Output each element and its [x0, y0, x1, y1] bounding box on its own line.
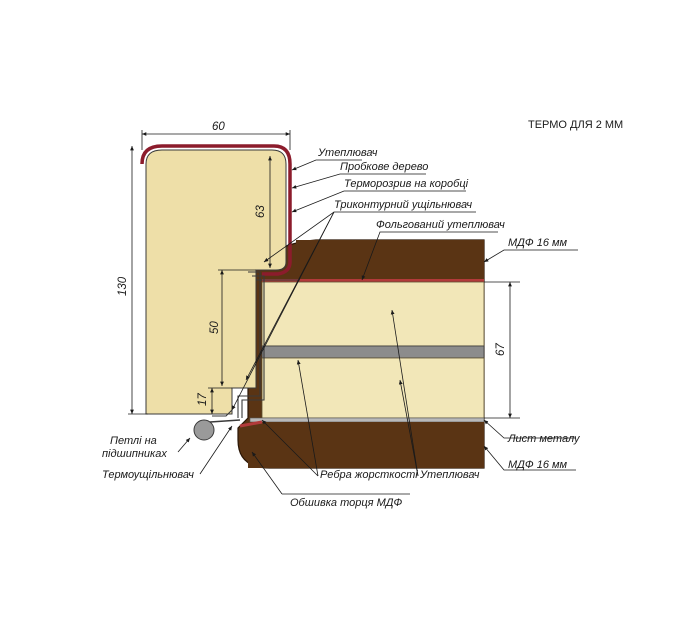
label-hinges-line1: Петлі на [110, 435, 157, 447]
hinge-arm [209, 419, 241, 423]
dim-height-total: 130 [117, 276, 129, 296]
label-insulation-top: Утеплювач [317, 147, 378, 159]
hinge-icon [193, 419, 215, 441]
metal-sheet [249, 417, 485, 423]
dimensions [128, 130, 520, 419]
label-thermal-break-frame: Терморозрив на коробці [344, 178, 469, 190]
label-mdf-top: МДФ 16 мм [508, 237, 568, 249]
label-triple-seal: Триконтурний ущільнювач [334, 199, 472, 211]
dim-height-upper: 63 [255, 205, 267, 218]
frame-insulation-outline [140, 144, 292, 276]
thermo-note: ТЕРМО ДЛЯ 2 ММ [528, 119, 623, 131]
label-ribs: Ребра жорсткості [320, 469, 418, 481]
dim-height-low: 17 [197, 393, 209, 406]
dim-width-top: 60 [212, 121, 225, 133]
mdf-bottom-band [248, 422, 484, 468]
label-hinges-line2: підшипниках [102, 448, 167, 460]
frame-cork [145, 149, 287, 415]
dim-height-mid: 50 [209, 321, 221, 334]
dim-leaf-thickness: 67 [495, 343, 507, 356]
seal-profile [212, 271, 300, 418]
foam-lower [261, 357, 485, 419]
door-frame [140, 144, 300, 441]
label-mdf-bottom: МДФ 16 мм [508, 459, 568, 471]
label-insulation-bottom: Утеплювач [419, 469, 480, 481]
foil-insulation-stripe [262, 279, 484, 282]
foam-upper [261, 281, 485, 347]
label-cork: Пробкове дерево [340, 161, 428, 173]
label-foil-insulation: Фольгований утеплювач [376, 219, 505, 231]
label-thermo-seal: Термоущільнювач [102, 469, 194, 481]
rib [261, 345, 485, 359]
edge-seal [239, 420, 263, 428]
mdf-top-band [296, 240, 484, 280]
label-hinges: Петлі на підшипниках [102, 435, 167, 460]
label-mdf-edge: Обшивка торця МДФ [290, 497, 403, 509]
leader-lines [177, 159, 578, 495]
label-metal-sheet: Лист металу [507, 433, 581, 445]
